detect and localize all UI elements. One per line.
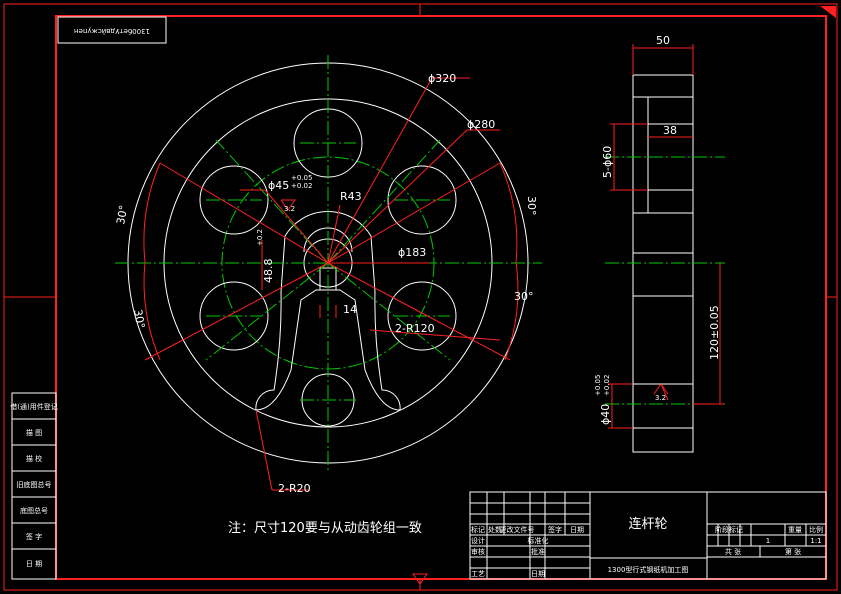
left-col-5: 签 字 xyxy=(26,532,42,541)
dim-bore-upper: +0.05 xyxy=(594,375,602,396)
hub-cutout xyxy=(255,211,401,411)
dim-keyway-tol: +0.2 xyxy=(256,229,264,246)
hdr-zone: 更改文件号 xyxy=(500,525,535,534)
tb-sheets: 共 张 xyxy=(725,547,741,556)
drawing-code-box xyxy=(57,16,167,44)
outer-border xyxy=(3,3,838,591)
left-col-6: 日 期 xyxy=(26,560,42,568)
dim-45: ϕ45 xyxy=(268,179,289,192)
hdr-mark: 标记 xyxy=(471,525,485,534)
title-block xyxy=(469,491,827,580)
dim-45-upper: +0.05 xyxy=(291,174,312,182)
dim-r20: 2-R20 xyxy=(278,482,311,495)
left-column: 借(通)用件登记 描 图 描 校 旧底图总号 底图总号 签 字 日 期 xyxy=(10,392,58,580)
dim-45-lower: +0.02 xyxy=(291,182,312,190)
left-col-0: 借(通)用件登记 xyxy=(10,402,57,411)
angle-left-lower: 30° xyxy=(131,308,147,329)
dim-120: 120±0.05 xyxy=(708,305,721,360)
dim-bore-lower: +0.02 xyxy=(603,375,611,396)
left-col-4: 底图总号 xyxy=(20,506,48,515)
tb-design: 设计 xyxy=(471,536,485,545)
hdr-count: 处数 xyxy=(488,525,502,534)
tb-sheet: 第 张 xyxy=(785,547,801,556)
tb-qty: 1 xyxy=(766,537,770,545)
note-text: 注：尺寸120要与从动齿轮组一致 xyxy=(228,521,422,536)
left-col-2: 描 校 xyxy=(26,454,42,463)
hole-upper-right xyxy=(387,165,457,235)
hdr-sign: 签字 xyxy=(548,525,562,534)
dim-keyway-width: 14 xyxy=(343,303,357,316)
hole-lower-right xyxy=(387,281,457,351)
keyway xyxy=(319,267,337,291)
corner-mark xyxy=(820,6,836,18)
drawing-name: 1300型行式钢纸机加工图 xyxy=(608,565,689,574)
dim-holes: 5-ϕ60 xyxy=(601,146,614,178)
inner-border xyxy=(55,15,827,580)
dim-r120: 2-R120 xyxy=(395,322,435,335)
dim-183: ϕ183 xyxy=(398,246,426,259)
dim-320: ϕ320 xyxy=(428,72,456,85)
dim-bore: ϕ40 xyxy=(599,404,612,425)
hole-lower-left xyxy=(199,281,269,351)
left-col-1: 描 图 xyxy=(26,428,42,437)
hole-upper-left xyxy=(199,165,269,235)
tb-approve: 批准 xyxy=(531,547,545,556)
roughness-side: 3.2 xyxy=(655,394,666,402)
dim-r43: R43 xyxy=(340,190,362,203)
angle-left-upper: 30° xyxy=(114,204,130,225)
tb-weight: 重量 xyxy=(788,526,802,534)
dim-280: ϕ280 xyxy=(467,118,495,131)
tb-scale-val: 1:1 xyxy=(810,537,821,545)
tb-date: 日期 xyxy=(531,570,545,578)
dim-50: 50 xyxy=(656,34,670,47)
hdr-date: 日期 xyxy=(570,526,584,534)
dim-38: 38 xyxy=(663,124,677,137)
dim-keyway-height: 48.8 xyxy=(262,259,275,284)
drawing-code: 1300бетУдвйсжупен xyxy=(74,27,150,35)
tb-process: 工艺 xyxy=(471,570,485,578)
tb-scale: 比例 xyxy=(809,525,823,534)
angle-right-lower: 30° xyxy=(514,290,534,303)
left-col-3: 旧底图总号 xyxy=(17,480,52,489)
tb-stage: 阶段标记 xyxy=(715,525,743,534)
bottom-center-arrow xyxy=(412,573,428,585)
angle-right-upper: 30° xyxy=(525,196,538,216)
roughness-front: 3.2 xyxy=(284,205,295,213)
tb-standard: 标准化 xyxy=(528,536,549,545)
front-view xyxy=(115,55,669,491)
side-view xyxy=(605,44,725,453)
part-name: 连杆轮 xyxy=(628,516,667,532)
tb-check: 审核 xyxy=(471,547,485,556)
